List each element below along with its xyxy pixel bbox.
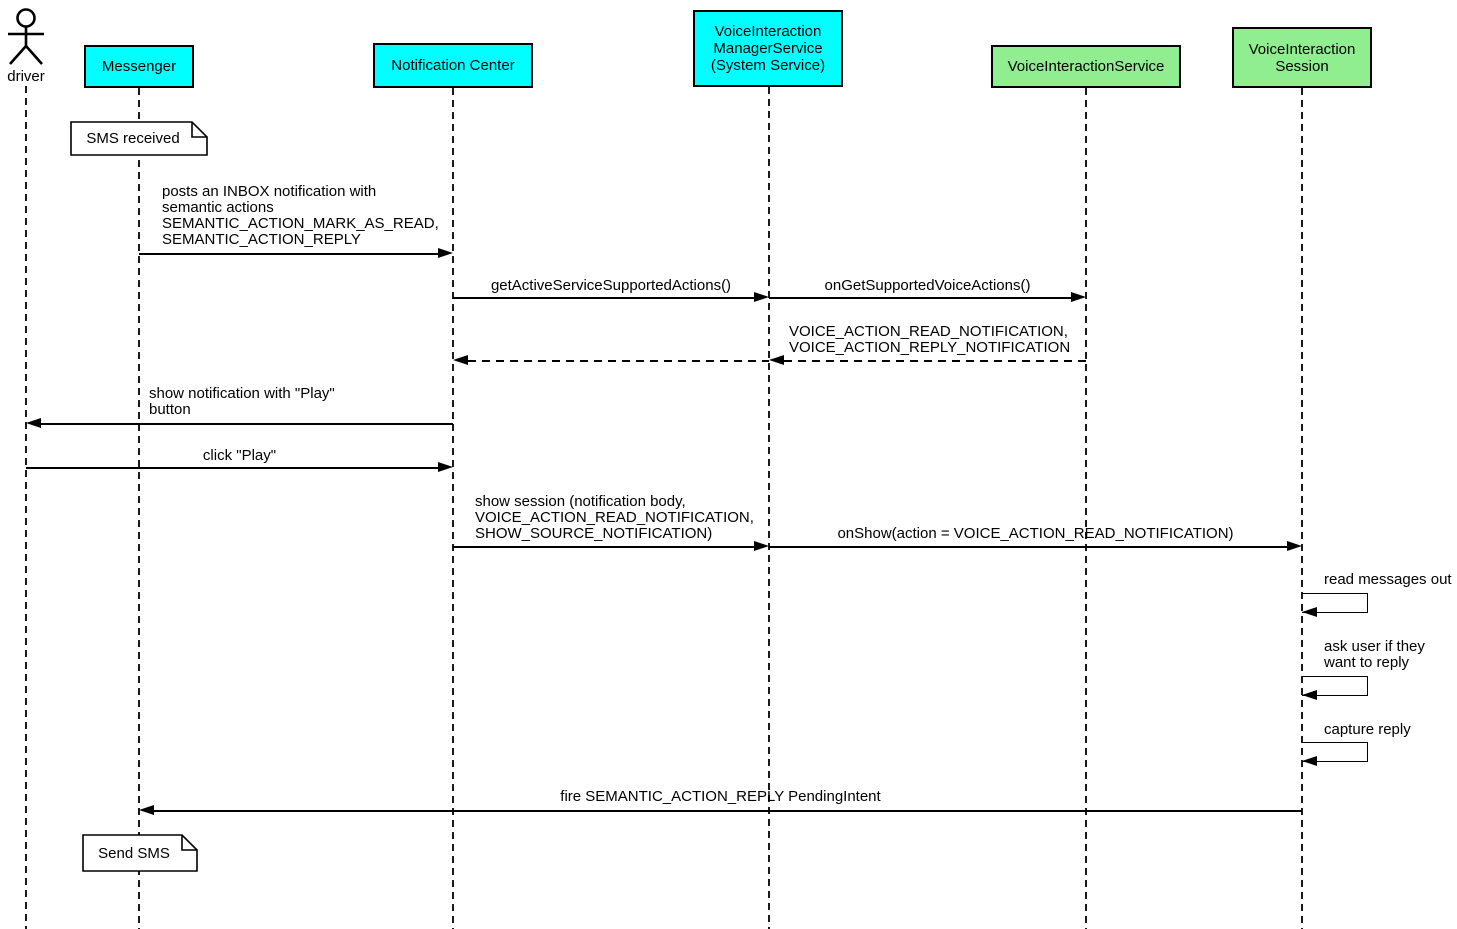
- arrowhead-return-vims: [769, 355, 784, 365]
- message-label-show-notification: show notification with "Play" button: [149, 385, 335, 418]
- lifeline-voiceinteraction-manager-service: [768, 87, 770, 929]
- note-send-sms: Send SMS: [82, 834, 198, 872]
- actor-driver-icon: [8, 8, 44, 65]
- arrowhead-posts-inbox: [438, 248, 453, 258]
- note-sms-received: SMS received: [70, 121, 208, 156]
- participant-voiceinteraction-manager-service: VoiceInteraction ManagerService (System …: [693, 10, 843, 87]
- return-arrow-vis-to-vims: [784, 360, 1086, 362]
- participant-messenger-label: Messenger: [101, 58, 177, 75]
- message-label-on-show: onShow(action = VOICE_ACTION_READ_NOTIFI…: [837, 525, 1234, 542]
- participant-notification-center-label: Notification Center: [391, 57, 515, 74]
- selfloop-capture-reply: [1302, 742, 1368, 762]
- message-label-click-play: click "Play": [202, 447, 277, 464]
- participant-notification-center: Notification Center: [373, 43, 533, 88]
- arrow-get-active-service-supported-actions: [453, 297, 755, 299]
- lifeline-notification-center: [452, 88, 454, 929]
- message-label-capture-reply: capture reply: [1324, 721, 1411, 738]
- arrowhead-read-messages-out: [1302, 607, 1317, 617]
- message-label-fire-reply: fire SEMANTIC_ACTION_REPLY PendingIntent: [560, 788, 881, 805]
- message-label-read-messages-out: read messages out: [1324, 571, 1452, 588]
- message-label-show-session: show session (notification body, VOICE_A…: [475, 493, 754, 542]
- arrowhead-ask-user-reply: [1302, 690, 1317, 700]
- arrow-posts-inbox: [139, 253, 439, 255]
- participant-voiceinteraction-service: VoiceInteractionService: [991, 45, 1181, 88]
- lifeline-messenger: [138, 88, 140, 929]
- arrowhead-get-active-service-supported-actions: [754, 292, 769, 302]
- participant-voiceinteraction-session: VoiceInteraction Session: [1232, 27, 1372, 88]
- arrowhead-click-play: [438, 462, 453, 472]
- participant-voiceinteraction-service-label: VoiceInteractionService: [1007, 58, 1165, 75]
- participant-messenger: Messenger: [84, 45, 194, 88]
- actor-driver-label: driver: [7, 68, 45, 85]
- lifeline-driver: [25, 86, 27, 929]
- arrow-on-get-supported-voice-actions: [769, 297, 1072, 299]
- arrowhead-show-notification: [26, 418, 41, 428]
- participant-voiceinteraction-session-label: VoiceInteraction Session: [1248, 40, 1356, 75]
- lifeline-voiceinteraction-service: [1085, 88, 1087, 929]
- message-label-posts-inbox: posts an INBOX notification with semanti…: [162, 183, 439, 248]
- return-arrow-vims-to-notification-center: [468, 360, 769, 362]
- note-sms-received-text: SMS received: [86, 130, 180, 147]
- arrow-on-show: [769, 546, 1288, 548]
- selfloop-ask-user-reply: [1302, 676, 1368, 696]
- selfloop-read-messages-out: [1302, 593, 1368, 613]
- arrow-show-session: [453, 546, 755, 548]
- arrow-fire-reply: [154, 810, 1302, 812]
- arrowhead-show-session: [754, 541, 769, 551]
- arrowhead-return-notification-center: [453, 355, 468, 365]
- message-label-ask-user-reply: ask user if they want to reply: [1324, 638, 1425, 671]
- message-label-on-get-supported-voice-actions: onGetSupportedVoiceActions(): [824, 277, 1031, 294]
- arrowhead-capture-reply: [1302, 756, 1317, 766]
- arrowhead-on-get-supported-voice-actions: [1071, 292, 1086, 302]
- arrow-show-notification: [41, 423, 453, 425]
- participant-voiceinteraction-manager-service-label: VoiceInteraction ManagerService (System …: [710, 23, 826, 74]
- message-label-get-active-service-supported-actions: getActiveServiceSupportedActions(): [490, 277, 732, 294]
- arrowhead-fire-reply: [139, 805, 154, 815]
- note-send-sms-text: Send SMS: [98, 844, 170, 862]
- message-label-voice-actions-return: VOICE_ACTION_READ_NOTIFICATION, VOICE_AC…: [789, 323, 1071, 356]
- arrow-click-play: [26, 467, 439, 469]
- arrowhead-on-show: [1287, 541, 1302, 551]
- lifeline-voiceinteraction-session: [1301, 88, 1303, 929]
